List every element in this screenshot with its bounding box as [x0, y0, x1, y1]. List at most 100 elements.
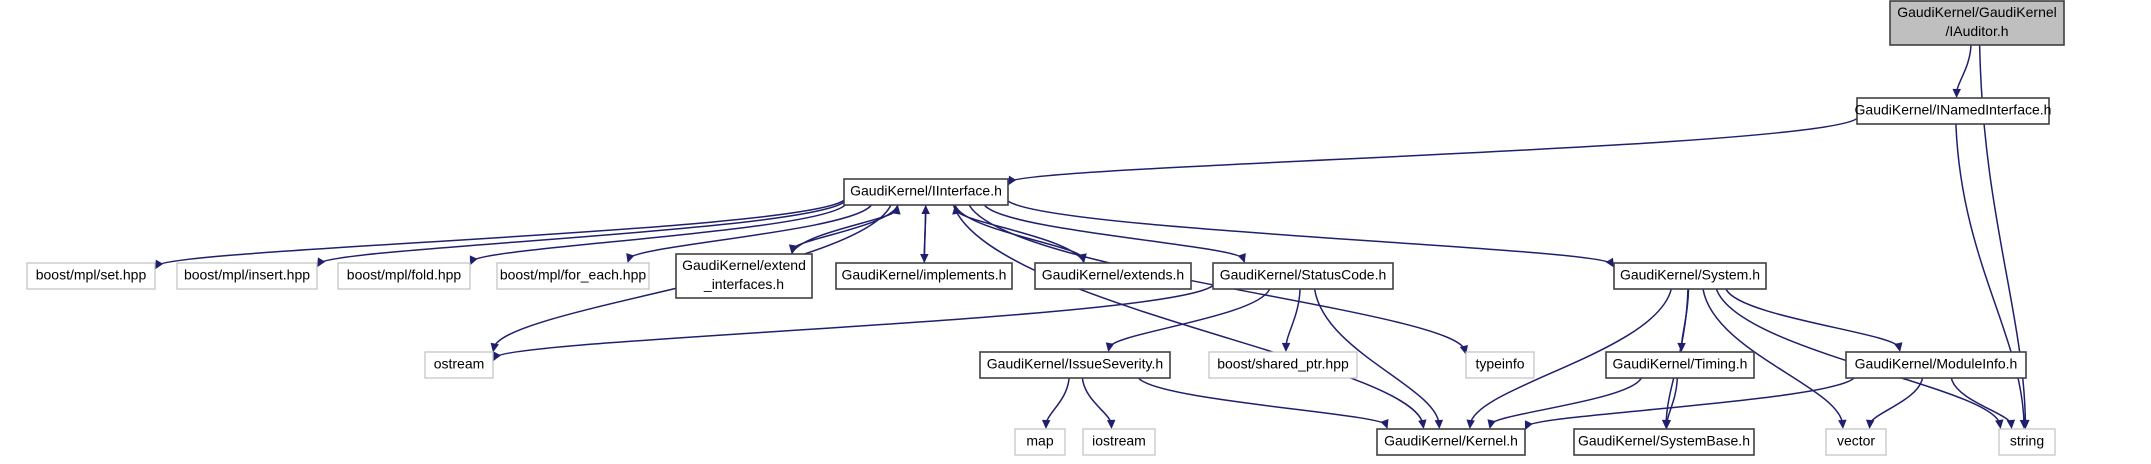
edge-arrowhead — [626, 253, 635, 263]
dependency-edge — [954, 208, 1085, 264]
node-box[interactable] — [1845, 351, 2027, 379]
graph-node-iauditor[interactable]: GaudiKernel/GaudiKernel/IAuditor.h — [1889, 0, 2065, 46]
dependency-edge — [954, 204, 1085, 260]
node-box[interactable] — [1998, 428, 2056, 456]
dependency-edge — [156, 199, 845, 267]
node-box[interactable] — [337, 262, 471, 290]
edge-arrowhead — [1106, 419, 1116, 429]
node-box[interactable] — [496, 262, 650, 290]
dependency-edge — [1469, 288, 1673, 425]
node-box[interactable] — [1856, 97, 2050, 125]
graph-node-sharedptr[interactable]: boost/shared_ptr.hpp — [1208, 351, 1358, 379]
edge-arrowhead — [1865, 419, 1875, 429]
node-label: boost/shared_ptr.hpp — [1217, 356, 1349, 372]
node-layer: GaudiKernel/GaudiKernel/IAuditor.hGaudiK… — [26, 0, 2065, 456]
node-box[interactable] — [424, 351, 494, 379]
dependency-edge — [471, 204, 846, 262]
node-label: boost/mpl/for_each.hpp — [500, 267, 647, 283]
node-label: GaudiKernel/Kernel.h — [1384, 433, 1518, 449]
dependency-edge — [1955, 123, 2025, 425]
node-label: GaudiKernel/Timing.h — [1613, 356, 1748, 372]
dependency-edge — [1108, 288, 1271, 349]
dependency-edge — [318, 201, 845, 265]
edge-arrowhead — [1995, 419, 2004, 429]
graph-node-mplforeach[interactable]: boost/mpl/for_each.hpp — [496, 262, 650, 290]
node-label: GaudiKernel/extends.h — [1042, 267, 1184, 283]
graph-node-system[interactable]: GaudiKernel/System.h — [1613, 262, 1767, 290]
node-box[interactable] — [1889, 0, 2065, 46]
graph-node-kernel[interactable]: GaudiKernel/Kernel.h — [1376, 428, 1526, 456]
graph-node-mplinsert[interactable]: boost/mpl/insert.hpp — [176, 262, 318, 290]
node-label: map — [1026, 433, 1053, 449]
node-box[interactable] — [835, 262, 1013, 290]
edge-arrowhead — [1466, 419, 1475, 429]
edge-arrowhead — [2019, 419, 2029, 429]
graph-node-implements[interactable]: GaudiKernel/implements.h — [835, 262, 1013, 290]
node-box[interactable] — [843, 178, 1009, 206]
graph-node-ostream[interactable]: ostream — [424, 351, 494, 379]
edge-arrowhead — [788, 244, 798, 254]
node-label: GaudiKernel/implements.h — [842, 267, 1007, 283]
graph-node-map[interactable]: map — [1014, 428, 1066, 456]
node-box[interactable] — [176, 262, 318, 290]
graph-node-extendiface[interactable]: GaudiKernel/extend_interfaces.h — [675, 253, 813, 299]
dependency-edge — [1313, 288, 1440, 425]
node-box[interactable] — [1082, 428, 1156, 456]
node-box[interactable] — [1613, 262, 1767, 290]
edge-arrowhead — [469, 255, 478, 266]
graph-node-timing[interactable]: GaudiKernel/Timing.h — [1605, 351, 1755, 379]
dependency-edge — [628, 204, 872, 260]
graph-node-typeinfo[interactable]: typeinfo — [1465, 351, 1535, 379]
dependency-edge — [952, 204, 1424, 425]
graph-node-statuscode[interactable]: GaudiKernel/StatusCode.h — [1212, 262, 1394, 290]
node-label: GaudiKernel/GaudiKernel — [1897, 4, 2057, 20]
node-box[interactable] — [1376, 428, 1526, 456]
dependency-edge — [1009, 117, 1858, 183]
node-box[interactable] — [26, 262, 156, 290]
graph-node-extends[interactable]: GaudiKernel/extends.h — [1034, 262, 1192, 290]
edge-arrowhead — [1105, 342, 1115, 352]
edge-arrowhead — [490, 342, 499, 353]
node-label: string — [2010, 433, 2044, 449]
node-box[interactable] — [1014, 428, 1066, 456]
graph-node-inamediface[interactable]: GaudiKernel/INamedInterface.h — [1855, 97, 2052, 125]
node-label: GaudiKernel/StatusCode.h — [1220, 267, 1387, 283]
node-box[interactable] — [1212, 262, 1394, 290]
graph-node-systembase[interactable]: GaudiKernel/SystemBase.h — [1573, 428, 1755, 456]
edge-arrowhead — [317, 257, 326, 268]
edge-arrowhead — [892, 205, 901, 215]
dependency-edge — [1285, 288, 1301, 348]
edge-arrowhead — [1952, 88, 1961, 98]
node-label: GaudiKernel/INamedInterface.h — [1855, 102, 2052, 118]
edge-arrowhead — [1237, 253, 1246, 263]
node-box[interactable] — [979, 351, 1171, 379]
graph-node-string[interactable]: string — [1998, 428, 2056, 456]
edge-arrowhead — [1008, 175, 1017, 186]
node-box[interactable] — [1034, 262, 1192, 290]
graph-node-vector[interactable]: vector — [1825, 428, 1887, 456]
graph-node-moduleinfo[interactable]: GaudiKernel/ModuleInfo.h — [1845, 351, 2027, 379]
graph-node-iinterface[interactable]: GaudiKernel/IInterface.h — [843, 178, 1009, 206]
graph-node-iostream[interactable]: iostream — [1082, 428, 1156, 456]
graph-node-issuesev[interactable]: GaudiKernel/IssueSeverity.h — [979, 351, 1171, 379]
edge-arrowhead — [1434, 419, 1444, 429]
edge-arrowhead — [1281, 342, 1291, 352]
edge-layer — [155, 44, 2030, 431]
node-box[interactable] — [675, 253, 813, 299]
dependency-edge — [1007, 200, 1613, 265]
dependency-edge — [983, 204, 1244, 260]
node-label: vector — [1837, 433, 1875, 449]
node-box[interactable] — [1208, 351, 1358, 379]
node-box[interactable] — [1573, 428, 1755, 456]
node-label: GaudiKernel/IInterface.h — [850, 183, 1002, 199]
node-label: GaudiKernel/IssueSeverity.h — [987, 356, 1163, 372]
node-box[interactable] — [1605, 351, 1755, 379]
dependency-edge — [494, 284, 1214, 359]
node-box[interactable] — [1465, 351, 1535, 379]
graph-node-mplset[interactable]: boost/mpl/set.hpp — [26, 262, 156, 290]
node-box[interactable] — [1825, 428, 1887, 456]
edge-arrowhead — [1380, 419, 1389, 429]
edge-arrowhead — [1894, 342, 1903, 352]
graph-node-mplfold[interactable]: boost/mpl/fold.hpp — [337, 262, 471, 290]
node-label: iostream — [1092, 433, 1146, 449]
